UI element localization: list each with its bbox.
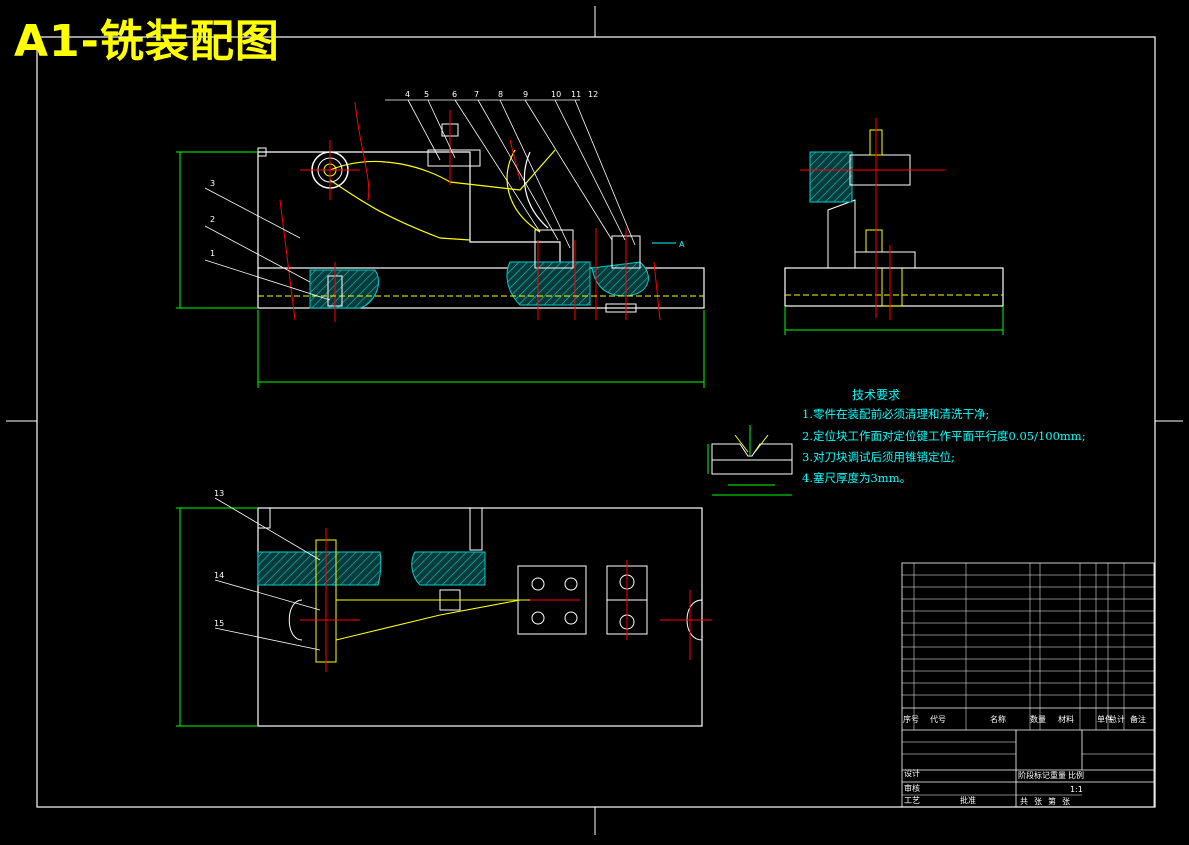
title-block-approval-label: 审核 xyxy=(904,783,920,793)
title-block-sheet-label: 共 xyxy=(1020,797,1028,806)
title-block-header-label: 备注 xyxy=(1130,714,1146,724)
title-block-header-label: 材料 xyxy=(1058,714,1074,724)
title-block-approval-label: 设计 xyxy=(904,768,920,778)
part-callout-label: 11 xyxy=(571,90,581,99)
tech-requirement-item: 4.塞尺厚度为3mm。 xyxy=(802,471,912,485)
part-callout-label: 14 xyxy=(214,571,224,580)
title-block-header-label: 名称 xyxy=(990,714,1006,724)
title-block-header-label: 代号 xyxy=(930,714,946,724)
title-block-header-label: 序号 xyxy=(903,714,919,724)
tech-requirement-item: 1.零件在装配前必须清理和清洗干净; xyxy=(802,407,990,421)
part-callout-label: 2 xyxy=(210,215,215,224)
title-block-header-label: 数量 xyxy=(1030,714,1046,724)
section-marker-label: A xyxy=(679,240,685,249)
title-block-approval-label: 批准 xyxy=(960,795,976,805)
tech-requirements-heading: 技术要求 xyxy=(852,388,901,402)
title-block-scale: 1:1 xyxy=(1070,785,1083,794)
front-view: A xyxy=(176,99,705,388)
title-block-sheet-label: 第 xyxy=(1048,796,1056,806)
part-callout-label: 8 xyxy=(498,90,503,99)
title-block-stage-label: 阶段标记 xyxy=(1018,770,1050,780)
part-callout-label: 12 xyxy=(588,90,598,99)
part-callout-label: 4 xyxy=(405,90,410,99)
title-block-approval-label: 工艺 xyxy=(904,796,920,805)
title-block xyxy=(901,562,1155,808)
title-block-sheet-label: 张 xyxy=(1062,797,1070,806)
title-block-sheet-label: 张 xyxy=(1034,797,1042,806)
part-callout-label: 3 xyxy=(210,179,215,188)
part-callout-label: 7 xyxy=(474,90,479,99)
part-callout-label: 15 xyxy=(214,619,224,628)
tech-requirement-item: 2.定位块工作面对定位键工作平面平行度0.05/100mm; xyxy=(802,429,1086,443)
part-callout-label: 10 xyxy=(551,90,561,99)
part-callout-label: 1 xyxy=(210,249,215,258)
drawing-title: A1-铣装配图 xyxy=(14,16,280,67)
gauge-detail xyxy=(707,425,793,496)
side-view xyxy=(784,118,1004,335)
title-block-stage-label: 重量 xyxy=(1050,770,1066,780)
plan-view xyxy=(176,497,712,727)
title-block-header-label: 单件 xyxy=(1097,714,1113,724)
part-callout-label: 5 xyxy=(424,90,429,99)
sheet-frame xyxy=(6,6,1183,835)
title-block-header-label: 总计 xyxy=(1109,714,1125,724)
tech-requirement-item: 3.对刀块调试后须用锥销定位; xyxy=(802,450,955,464)
part-callout-label: 13 xyxy=(214,489,224,498)
title-block-stage-label: 比例 xyxy=(1068,770,1084,780)
part-callout-label: 9 xyxy=(523,90,528,99)
part-callout-label: 6 xyxy=(452,90,457,99)
